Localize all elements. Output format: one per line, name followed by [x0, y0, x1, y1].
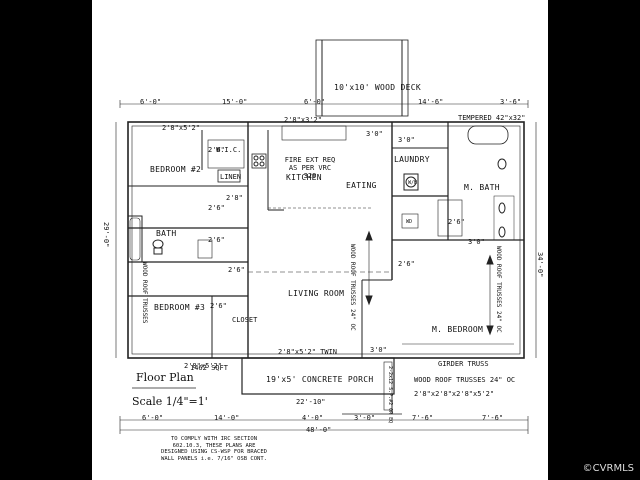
girder-truss-note: GIRDER TRUSS: [438, 360, 489, 368]
dim-bottom-2: 14'-0": [214, 414, 240, 422]
room-laundry: LAUNDRY: [394, 155, 430, 164]
porch-label: 19'x5' CONCRETE PORCH: [266, 375, 374, 384]
dim-bottom-4: 3'-0": [354, 414, 376, 422]
dim-bottom-6: 7'-6": [482, 414, 504, 422]
dim-porch: 22'-10": [296, 398, 326, 406]
dim-top-2: 15'-0": [222, 98, 248, 106]
floor-plan-sheet: 10'x10' WOOD DECK 6'-0" 15'-0" 6'-0" 14'…: [92, 0, 548, 480]
door-size-10: 3'0": [468, 238, 485, 246]
room-bath: BATH: [156, 229, 177, 238]
compliance-note: TO COMPLY WITH IRC SECTION 602.10.3, THE…: [161, 436, 267, 462]
dim-top-1: 6'-0": [140, 98, 162, 106]
window-bottom-right: 2'8"x2'8"x2'8"x5'2": [414, 390, 495, 398]
dim-bottom-3: 4'-0": [302, 414, 324, 422]
door-size-1: 2'6": [208, 146, 225, 154]
deck-label: 10'x10' WOOD DECK: [334, 83, 421, 92]
room-wic: W.I.C.: [216, 146, 242, 154]
porch-beam-note: 2-2x12 S.P.#2 OR EQ: [387, 366, 393, 424]
room-bedroom-3: BEDROOM #3: [154, 303, 206, 312]
door-size-7: 3'0": [366, 130, 383, 138]
wood-truss-note: WOOD ROOF TRUSSES 24" OC: [414, 376, 516, 384]
window-bottom-left: 2'8"x5'2": [184, 362, 222, 370]
room-kitchen: KITCHEN: [286, 173, 322, 182]
door-size-6: 2'6": [210, 302, 227, 310]
dim-bottom-5: 7'-6": [412, 414, 434, 422]
fire-note: FIRE EXT REQ AS PER VRC 329: [284, 156, 336, 180]
dim-bottom-1: 6'-0": [142, 414, 164, 422]
plan-title: Floor Plan: [136, 371, 194, 384]
window-top-mid: 2'8"x3'2": [284, 116, 322, 124]
tempered-note: TEMPERED 42"x32": [458, 114, 526, 122]
door-size-5: 2'6": [228, 266, 245, 274]
dim-top-4: 14'-6": [418, 98, 444, 106]
room-eating: EATING: [346, 181, 377, 190]
window-top-left: 2'8"x5'2": [162, 124, 200, 132]
room-linen: LINEN: [220, 173, 242, 181]
truss-note-center: WOOD ROOF TRUSSES 24" OC: [349, 244, 356, 331]
room-living: LIVING ROOM: [288, 289, 345, 298]
door-size-8: 3'0": [398, 136, 415, 144]
room-master-bath: M. BATH: [464, 183, 500, 192]
water-heater-label: W/H: [408, 180, 418, 186]
door-size-2: 2'6": [208, 204, 225, 212]
truss-note-left: WOOD ROOF TRUSSES: [141, 262, 148, 324]
room-bedroom-2: BEDROOM #2: [150, 165, 202, 174]
twin-window: 2'8"x5'2" TWIN: [278, 348, 338, 356]
door-size-4: 2'6": [208, 236, 225, 244]
watermark: ©CVRMLS: [582, 463, 634, 474]
dim-left: 29'-0": [102, 222, 110, 248]
dim-top-5: 3'-6": [500, 98, 522, 106]
dim-top-3: 6'-0": [304, 98, 326, 106]
plan-scale: Scale 1/4"=1': [132, 395, 208, 408]
dim-right: 34'-0": [536, 252, 544, 278]
door-size-11: 3'0": [370, 346, 387, 354]
dim-bottom-total: 48'-0": [306, 426, 332, 434]
door-size-3: 2'8": [226, 194, 243, 202]
room-closet: CLOSET: [232, 316, 258, 324]
door-size-9: 2'6": [448, 218, 465, 226]
area-total: 1462 SQFT: [190, 364, 228, 372]
plan-drawing: [115, 39, 537, 434]
truss-note-right: WOOD ROOF TRUSSES 24" OC: [495, 246, 502, 333]
room-master-bedroom: M. BEDROOM: [432, 325, 484, 334]
washer-dryer-label: WD: [406, 219, 413, 225]
door-size-12: 2'6": [398, 260, 415, 268]
